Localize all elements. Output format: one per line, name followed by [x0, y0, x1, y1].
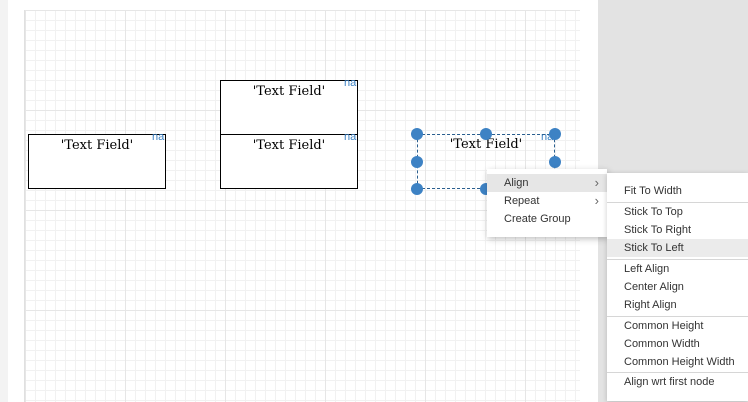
submenu-item-label: Stick To Right: [624, 224, 692, 236]
submenu-item-label: Common Height: [624, 320, 704, 332]
text-field-label: 'Text Field': [60, 138, 134, 153]
resize-handle-middle-right[interactable]: [549, 156, 561, 168]
text-field-widget-1[interactable]: 'Text Field': [28, 134, 166, 189]
submenu-item-label: Common Width: [624, 338, 700, 350]
na-badge: na: [152, 131, 165, 143]
submenu-item-center-align[interactable]: Center Align: [607, 278, 748, 296]
submenu-item-stick-to-right[interactable]: Stick To Right: [607, 221, 748, 239]
na-badge: na: [344, 131, 357, 143]
submenu-item-label: Fit To Width: [624, 185, 682, 197]
submenu-item-common-width[interactable]: Common Width: [607, 335, 748, 353]
text-field-label: 'Text Field': [449, 137, 523, 152]
chevron-right-icon: ›: [594, 175, 599, 190]
text-field-widget-3[interactable]: 'Text Field': [220, 134, 358, 189]
resize-handle-top-right[interactable]: [549, 128, 561, 140]
text-field-label: 'Text Field': [252, 138, 326, 153]
submenu-item-common-height-width[interactable]: Common Height Width: [607, 353, 748, 371]
resize-handle-top-center[interactable]: [480, 128, 492, 140]
align-submenu: Fit To Width Stick To Top Stick To Right…: [607, 173, 748, 401]
submenu-item-common-height[interactable]: Common Height: [607, 317, 748, 335]
submenu-item-label: Align wrt first node: [624, 376, 715, 388]
submenu-item-right-align[interactable]: Right Align: [607, 296, 748, 314]
menu-item-repeat[interactable]: Repeat ›: [487, 192, 607, 210]
text-field-widget-selected[interactable]: 'Text Field': [417, 134, 555, 189]
submenu-item-fit-to-width[interactable]: Fit To Width: [607, 182, 748, 200]
menu-divider: [607, 202, 748, 203]
chevron-right-icon: ›: [594, 193, 599, 208]
submenu-item-stick-to-left[interactable]: Stick To Left: [607, 239, 748, 257]
menu-item-label: Create Group: [504, 213, 571, 225]
left-margin-strip: [0, 0, 8, 402]
menu-item-create-group[interactable]: Create Group: [487, 210, 607, 228]
submenu-item-stick-to-top[interactable]: Stick To Top: [607, 203, 748, 221]
menu-item-align[interactable]: Align ›: [487, 174, 607, 192]
na-badge: na: [344, 77, 357, 89]
submenu-item-label: Stick To Left: [624, 242, 684, 254]
submenu-item-label: Common Height Width: [624, 356, 735, 368]
menu-divider: [607, 259, 748, 260]
submenu-item-align-wrt-first-node[interactable]: Align wrt first node: [607, 373, 748, 391]
menu-item-label: Align: [504, 177, 529, 189]
resize-handle-top-left[interactable]: [411, 128, 423, 140]
menu-item-label: Repeat: [504, 195, 540, 207]
context-menu: Align › Repeat › Create Group: [487, 169, 607, 237]
submenu-item-label: Right Align: [624, 299, 677, 311]
submenu-item-left-align[interactable]: Left Align: [607, 260, 748, 278]
submenu-item-label: Center Align: [624, 281, 684, 293]
menu-divider: [607, 316, 748, 317]
submenu-item-label: Stick To Top: [624, 206, 683, 218]
submenu-item-label: Left Align: [624, 263, 670, 275]
resize-handle-middle-left[interactable]: [411, 156, 423, 168]
text-field-widget-2[interactable]: 'Text Field': [220, 80, 358, 135]
resize-handle-bottom-left[interactable]: [411, 183, 423, 195]
menu-divider: [607, 372, 748, 373]
text-field-label: 'Text Field': [252, 84, 326, 99]
